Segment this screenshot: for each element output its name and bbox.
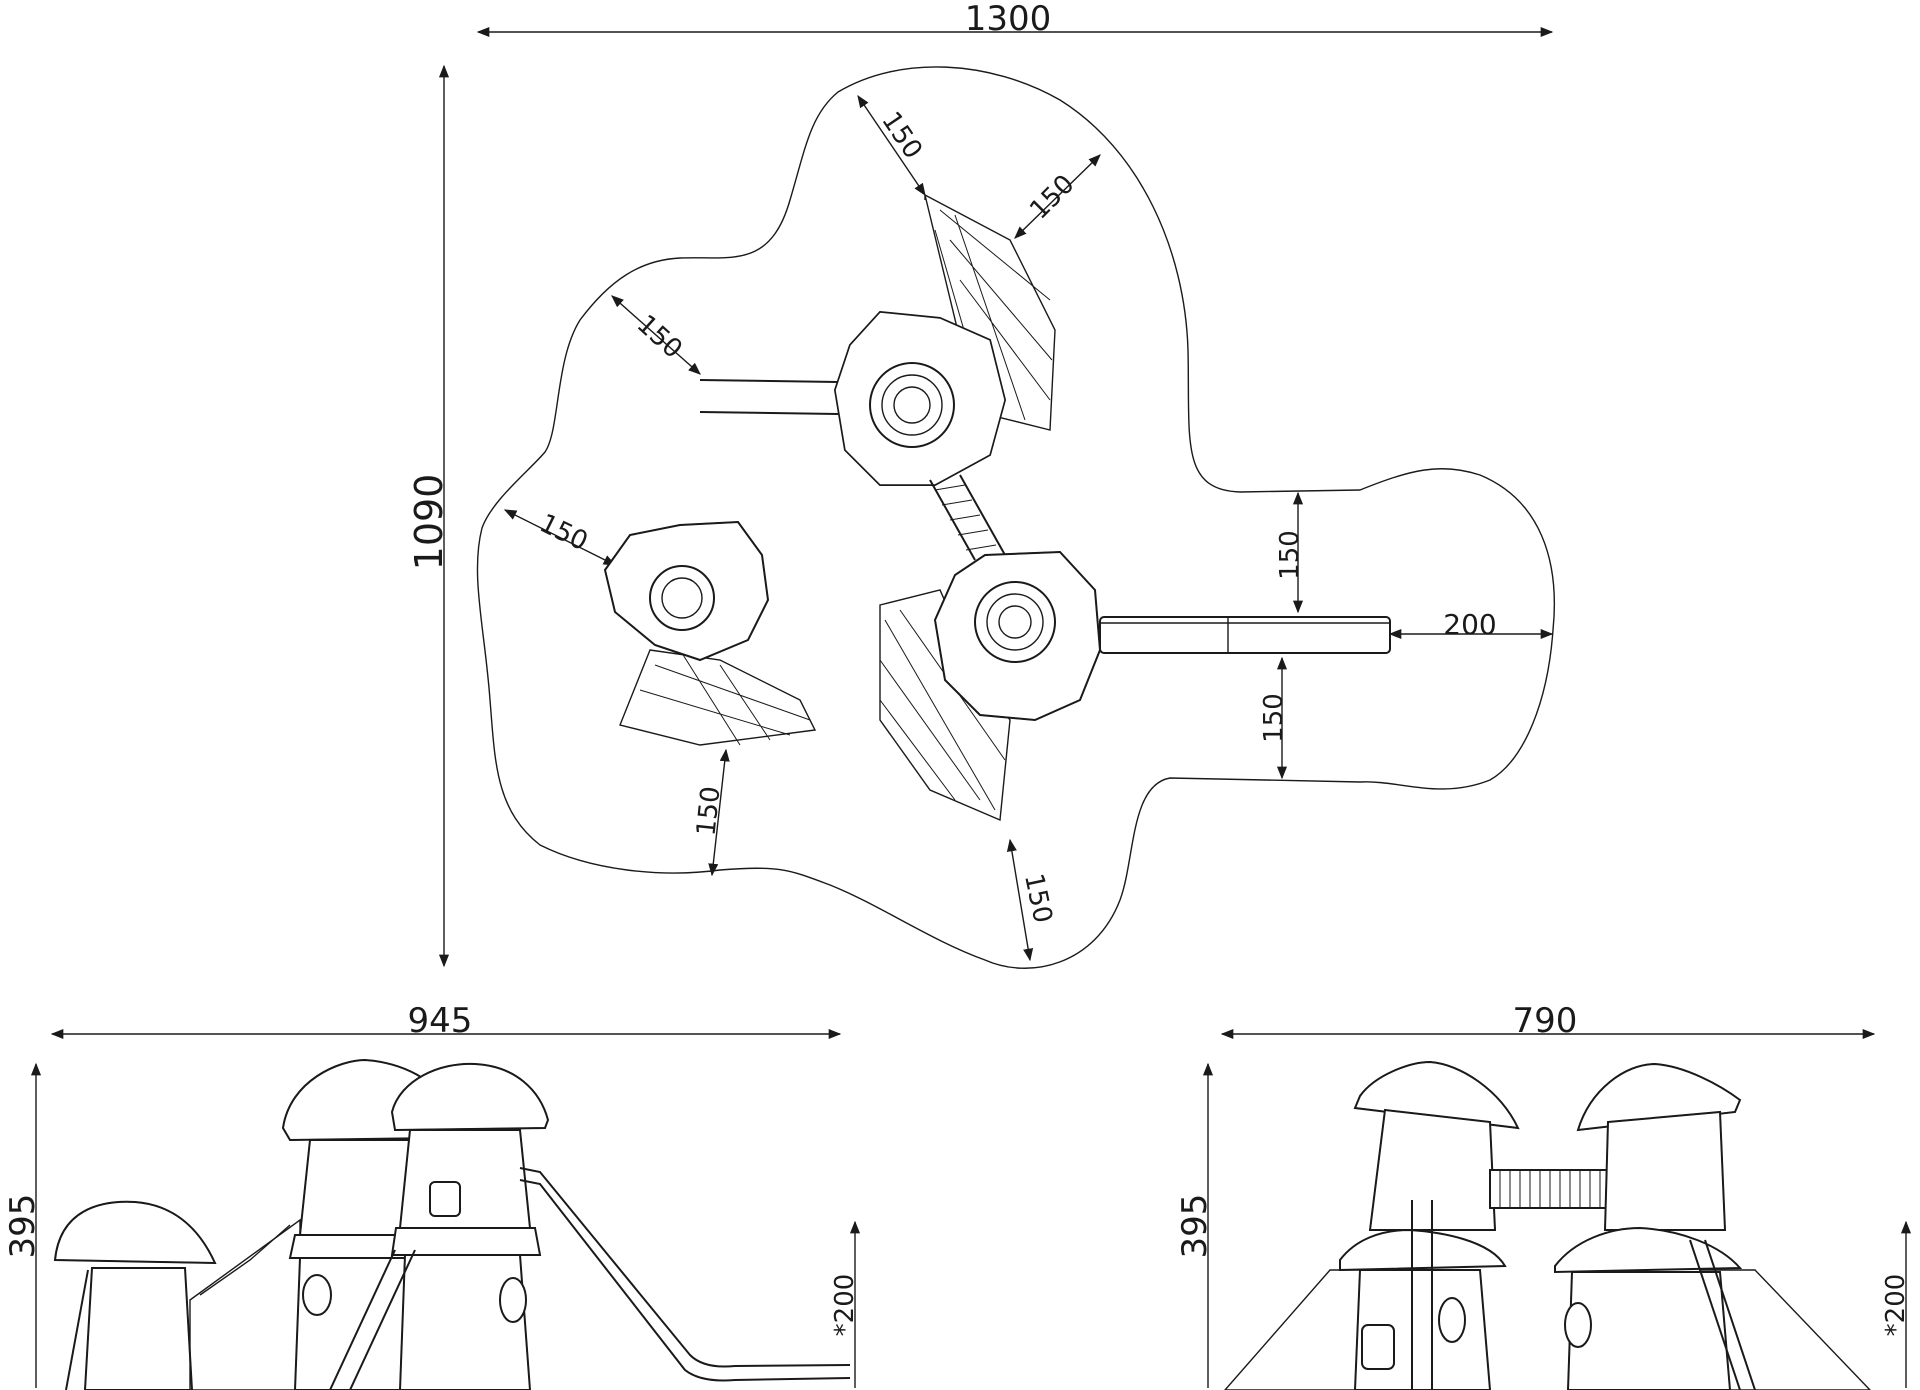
- front-width-label: 945: [408, 1001, 473, 1041]
- side-bridge: [1489, 1169, 1611, 1209]
- clearance-label: 150: [875, 107, 928, 165]
- front-free-fall-dimension: *200: [830, 1220, 861, 1388]
- plan-width-label: 1300: [965, 0, 1052, 39]
- front-elevation: 945 395 *200: [3, 1001, 861, 1390]
- clearance-label: 150: [692, 785, 727, 838]
- side-width-dimension: 790: [1220, 1001, 1876, 1041]
- clearance-label: 150: [1259, 693, 1289, 743]
- side-free-fall-label: *200: [1881, 1274, 1911, 1337]
- plan-width-dimension: 1300: [476, 0, 1554, 39]
- clearance-dimension-6: 150: [1006, 838, 1058, 962]
- small-net: [619, 649, 817, 746]
- middle-tower-plan: [879, 550, 1391, 822]
- clearance-dimension-7: 150: [1275, 491, 1305, 614]
- front-height-label: 395: [3, 1194, 43, 1259]
- front-width-dimension: 945: [50, 1001, 842, 1041]
- front-small-mushroom: [53, 1200, 217, 1390]
- plan-view: 1300 1090 150 150 150 150 150: [407, 0, 1556, 969]
- clearance-label: 150: [1018, 871, 1058, 926]
- front-height-dimension: 395: [3, 1062, 43, 1388]
- plan-depth-label: 1090: [407, 474, 451, 571]
- front-slide-tower: [199, 1062, 851, 1390]
- plan-depth-dimension: 1090: [407, 64, 451, 968]
- front-slide: [519, 1167, 851, 1368]
- side-elevation: 790 395 *200: [1175, 1001, 1912, 1390]
- clearance-dimension-3: 150: [611, 295, 701, 375]
- slide-clearance-label: 200: [1443, 608, 1496, 641]
- bridge-plan: [929, 474, 1006, 561]
- side-left-tower: [1339, 1060, 1520, 1390]
- front-free-fall-label: *200: [830, 1274, 860, 1337]
- side-free-fall-dimension: *200: [1881, 1220, 1912, 1388]
- clearance-label: 150: [1024, 169, 1080, 225]
- clearance-label: 150: [1275, 530, 1305, 580]
- safety-zone-outline: [476, 66, 1556, 969]
- side-right-tower: [1554, 1062, 1756, 1390]
- clearance-dimension-2: 150: [1014, 154, 1101, 239]
- clearance-dimension-5: 150: [692, 748, 730, 877]
- side-height-label: 395: [1175, 1194, 1215, 1259]
- upper-tower-plan: [699, 193, 1056, 486]
- clearance-dimension-1: 150: [857, 94, 928, 200]
- slide-clearance-dimension: 200: [1388, 608, 1554, 641]
- front-rope-net: [189, 1218, 301, 1390]
- clearance-dimension-4: 150: [503, 508, 617, 566]
- small-tower-roof: [649, 565, 715, 631]
- slide-plan: [1099, 616, 1391, 654]
- side-width-label: 790: [1513, 1001, 1578, 1041]
- small-tower-plan: [603, 520, 817, 746]
- clearance-dimension-8: 150: [1259, 656, 1289, 780]
- side-height-dimension: 395: [1175, 1062, 1215, 1388]
